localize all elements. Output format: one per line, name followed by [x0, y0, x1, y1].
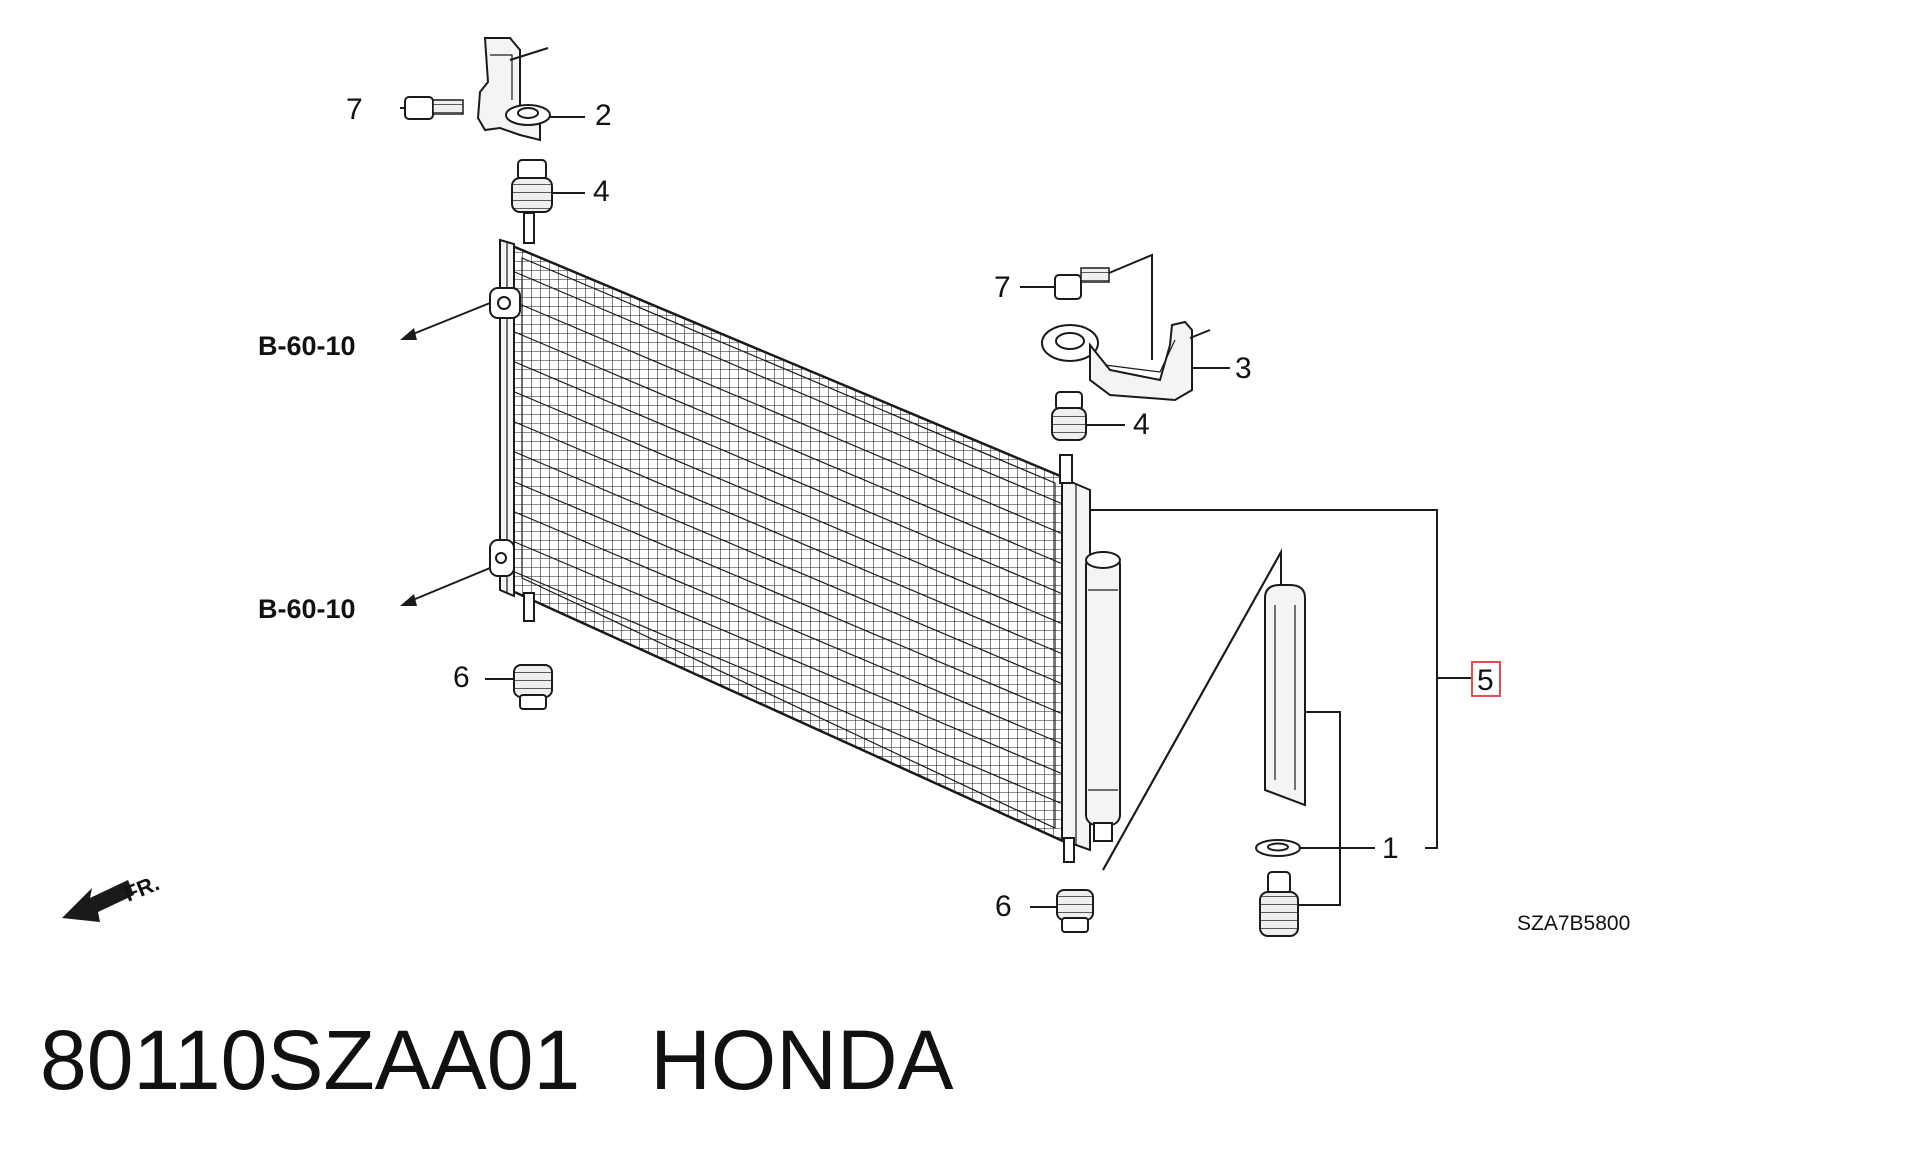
callout-4-top: 4: [593, 175, 610, 208]
caption-brand: HONDA: [650, 1013, 954, 1107]
diagram-code: SZA7B5800: [1517, 912, 1630, 935]
o-ring: [1255, 839, 1301, 857]
callout-2: 2: [595, 99, 612, 132]
callout-6-bottom: 6: [995, 890, 1012, 923]
callout-5: 5: [1477, 664, 1494, 697]
callout-1: 1: [1382, 832, 1399, 865]
callout-5-highlight-box: [1471, 661, 1501, 697]
ref-arrow-lower: [400, 567, 491, 606]
bottom-grommet-right: [1056, 889, 1094, 933]
bolt-top: [404, 96, 464, 120]
callout-7-right: 7: [994, 271, 1011, 304]
front-direction-label: FR.: [121, 870, 163, 906]
upper-mount-bracket: [489, 287, 521, 319]
callout-3: 3: [1235, 352, 1252, 385]
right-header-tank: [1059, 454, 1091, 863]
reference-lower: B-60-10: [258, 594, 356, 624]
reference-upper: B-60-10: [258, 331, 356, 361]
callout-7-top: 7: [346, 93, 363, 126]
bolt-right: [1054, 267, 1110, 300]
callout-4-right: 4: [1133, 408, 1150, 441]
desiccant-cartridge: [1264, 584, 1306, 807]
leader-lines: [400, 107, 1472, 908]
condenser-core: [508, 243, 1067, 844]
receiver-dryer: [1085, 551, 1121, 842]
caption: 80110SZAA01 HONDA: [40, 1018, 954, 1102]
caption-part-number: 80110SZAA01: [40, 1013, 581, 1107]
left-header-tank: [489, 212, 535, 622]
ref-arrow-upper: [400, 302, 491, 340]
front-direction-arrow: FR.: [62, 870, 163, 922]
grommet-right: [1051, 391, 1087, 441]
upper-left-bracket: [476, 37, 551, 142]
plug: [1259, 871, 1299, 937]
collar-ring: [505, 104, 551, 126]
grommet-top: [511, 159, 553, 213]
bottom-grommet-left: [513, 664, 553, 710]
bracket-ring: [1041, 324, 1099, 362]
lower-mount-bracket: [489, 539, 515, 577]
callout-6-left: 6: [453, 661, 470, 694]
upper-right-bracket: [1041, 320, 1211, 402]
